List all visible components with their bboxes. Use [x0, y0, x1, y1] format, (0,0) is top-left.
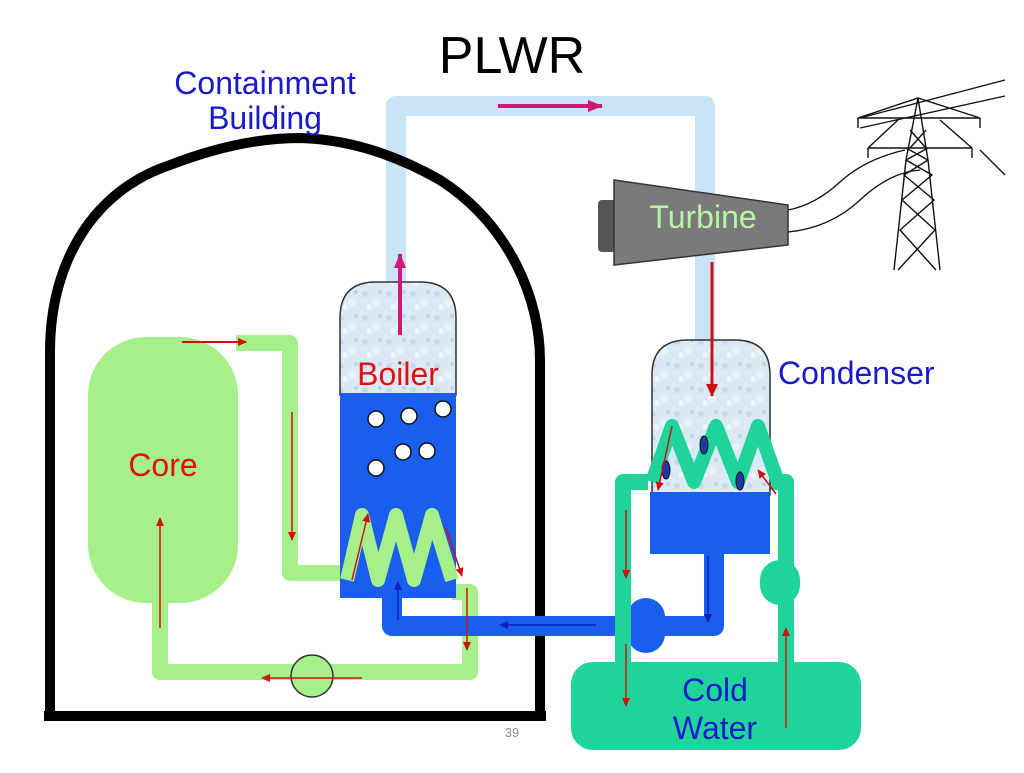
- cooling-water-tank: [571, 662, 861, 750]
- boiler-label: Boiler: [357, 356, 439, 392]
- boiler-coil: [340, 508, 459, 587]
- coil-in-arrow: [351, 513, 371, 581]
- page-number: 39: [504, 725, 520, 740]
- turbine-hub: [598, 200, 616, 252]
- turbine-label: Turbine: [649, 199, 757, 235]
- condenser-coil-out-arrow: [655, 425, 673, 491]
- feedwater-pump: [627, 598, 665, 653]
- condenser-water: [650, 492, 770, 554]
- condenser-label: Condenser: [778, 355, 935, 391]
- condenser-coil-in-arrow: [757, 469, 777, 495]
- boiler-water: [340, 393, 456, 598]
- turbine-body: [613, 179, 789, 266]
- steam-bubbles: [367, 400, 452, 477]
- containment-wall: [45, 132, 545, 718]
- power-lines: [787, 79, 1006, 233]
- slide-title: PLWR: [438, 27, 586, 85]
- boiler-steam-dome: [339, 281, 457, 396]
- core-label: Core: [128, 447, 198, 483]
- primary-pump: [290, 654, 334, 698]
- transmission-tower-icon: [857, 97, 981, 271]
- primary-loop: [152, 335, 478, 680]
- feedwater-pipe: [382, 548, 724, 636]
- flow-arrows: [156, 100, 790, 728]
- coil-out-arrow: [445, 527, 464, 577]
- reactor-core: [88, 337, 238, 603]
- cooling-pump: [760, 560, 800, 605]
